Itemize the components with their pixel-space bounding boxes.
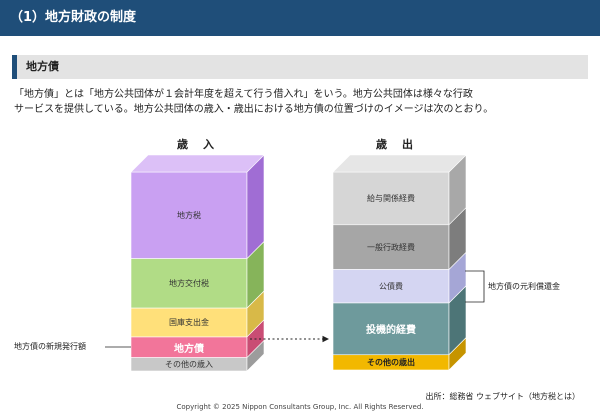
issuance-callout: 地方債の新規発行額 [14, 342, 86, 351]
expenditure-stack [332, 154, 467, 371]
page-title: （1）地方財政の制度 [0, 0, 600, 36]
revenue-heading: 歳 入 [177, 138, 216, 151]
revenue-stack [130, 154, 265, 372]
expenditure-segment-1 [332, 224, 450, 270]
intro-text: 「地方債」とは「地方公共団体が１会計年度を超えて行う借入れ」をいう。地方公共団体… [14, 87, 590, 117]
revenue-segment-label-3: 地方債 [174, 343, 204, 355]
expenditure-segment-label-4: その他の歳出 [367, 357, 415, 367]
expenditure-segment-label-0: 給与関係経費 [367, 193, 415, 203]
expenditure-segment-label-2: 公債費 [379, 281, 403, 291]
revenue-segment-side-4 [246, 339, 265, 372]
expenditure-heading: 歳 出 [376, 138, 415, 151]
revenue-top-face [130, 154, 265, 173]
revenue-segment-label-1: 地方交付税 [169, 278, 209, 288]
revenue-segment-label-2: 国庫支出金 [169, 318, 209, 328]
expenditure-segment-label-1: 一般行政経費 [367, 242, 415, 252]
revenue-segment-label-0: 地方税 [177, 210, 201, 220]
intro-line-1: 「地方債」とは「地方公共団体が１会計年度を超えて行う借入れ」をいう。地方公共団体… [14, 89, 473, 100]
expenditure-segment-side-4 [448, 337, 467, 371]
section-heading: 地方債 [12, 55, 588, 79]
revenue-segment-2 [130, 307, 248, 338]
intro-line-2: サービスを提供している。地方公共団体の歳入・歳出における地方債の位置づけのイメー… [14, 104, 494, 115]
revenue-segment-side-0 [246, 154, 265, 260]
repayment-callout: 地方債の元利償還金 [488, 282, 560, 291]
repayment-bracket [465, 270, 485, 303]
source-note: 出所：総務省 ウェブサイト（地方税とは） [425, 392, 580, 401]
copyright-footer: Copyright © 2025 Nippon Consultants Grou… [176, 403, 424, 411]
expenditure-segment-label-3: 投機的経費 [366, 325, 416, 337]
expenditure-segment-3 [332, 302, 450, 356]
revenue-segment-label-4: その他の歳入 [165, 359, 213, 369]
revenue-segment-1 [130, 258, 248, 309]
expenditure-segment-2 [332, 269, 450, 304]
expenditure-top-face [332, 154, 467, 173]
